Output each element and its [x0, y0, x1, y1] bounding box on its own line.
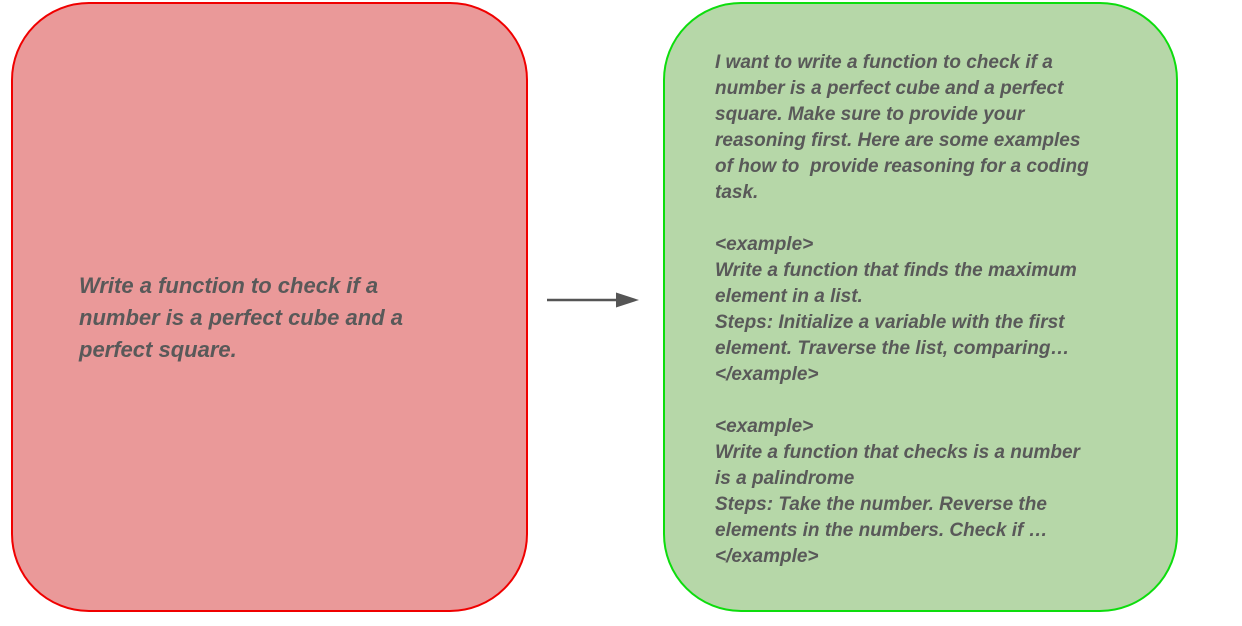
augmented-prompt-text: I want to write a function to check if a… [715, 52, 1089, 567]
right-arrow-icon [547, 292, 639, 308]
augmented-prompt-box: I want to write a function to check if a… [663, 2, 1178, 612]
original-prompt-box: Write a function to check if a number is… [11, 2, 528, 612]
original-prompt-text: Write a function to check if a number is… [79, 273, 403, 362]
